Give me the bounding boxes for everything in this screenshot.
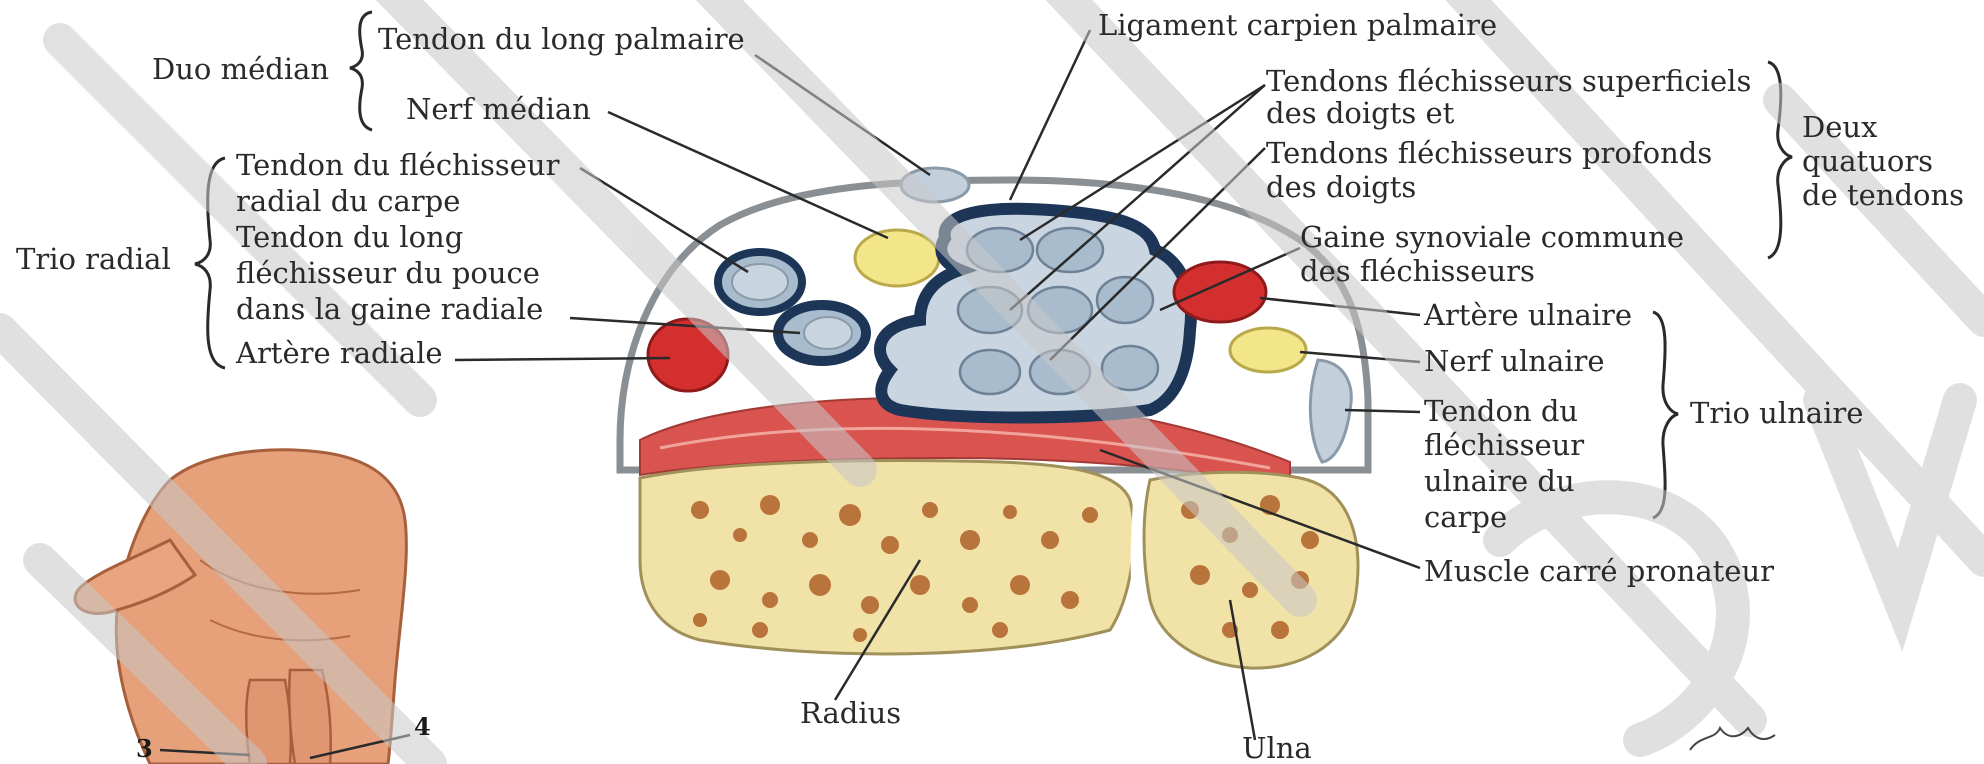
label-long-flechisseur-pouce-1: Tendon du long: [236, 222, 463, 252]
label-tendon-long-palmaire: Tendon du long palmaire: [378, 24, 745, 54]
label-tendons-superficiels-1: Tendons fléchisseurs superficiels: [1266, 66, 1751, 96]
ulnar-nerve: [1230, 328, 1306, 372]
label-tendon-ulnaire-1: Tendon du: [1424, 396, 1578, 426]
label-nerf-ulnaire: Nerf ulnaire: [1424, 346, 1605, 376]
label-tendon-ulnaire-4: carpe: [1424, 502, 1507, 532]
radius-bone: [640, 461, 1134, 654]
label-radius: Radius: [800, 698, 901, 728]
brace-trio-ulnaire: [1653, 312, 1678, 518]
label-tendon-flechisseur-radial-1: Tendon du fléchisseur: [236, 150, 559, 180]
label-number-4: 4: [414, 712, 431, 741]
label-artere-radiale: Artère radiale: [236, 338, 443, 368]
label-ligament-carpien: Ligament carpien palmaire: [1098, 10, 1497, 40]
label-gaine-synoviale-2: des fléchisseurs: [1300, 256, 1535, 286]
label-deux-quatuors-3: de tendons: [1802, 180, 1964, 210]
radioulnar-joint: [1134, 480, 1140, 650]
brace-duo-median: [350, 12, 372, 130]
label-tendon-ulnaire-2: fléchisseur: [1424, 430, 1584, 460]
label-number-3: 3: [136, 734, 153, 763]
label-muscle-carre: Muscle carré pronateur: [1424, 556, 1774, 586]
label-long-flechisseur-pouce-3: dans la gaine radiale: [236, 294, 543, 324]
label-trio-ulnaire: Trio ulnaire: [1690, 398, 1863, 428]
label-tendons-profonds-2: des doigts: [1266, 172, 1416, 202]
label-artere-ulnaire: Artère ulnaire: [1424, 300, 1632, 330]
label-deux-quatuors-2: quatuors: [1802, 146, 1933, 176]
label-duo-median: Duo médian: [152, 54, 329, 84]
label-deux-quatuors-1: Deux: [1802, 112, 1877, 142]
label-tendons-profonds-1: Tendons fléchisseurs profonds: [1266, 138, 1712, 168]
label-tendons-superficiels-2: des doigts et: [1266, 98, 1454, 128]
hand-finger: [289, 670, 330, 764]
label-trio-radial: Trio radial: [16, 244, 171, 274]
median-nerve: [855, 230, 939, 286]
label-tendon-flechisseur-radial-2: radial du carpe: [236, 186, 460, 216]
label-gaine-synoviale-1: Gaine synoviale commune: [1300, 222, 1684, 252]
label-tendon-ulnaire-3: ulnaire du: [1424, 466, 1575, 496]
label-ulna: Ulna: [1242, 733, 1312, 763]
label-long-flechisseur-pouce-2: fléchisseur du pouce: [236, 258, 540, 288]
ulnar-artery: [1174, 262, 1266, 322]
hand-illustration: [75, 450, 406, 764]
label-nerf-median: Nerf médian: [406, 94, 591, 124]
